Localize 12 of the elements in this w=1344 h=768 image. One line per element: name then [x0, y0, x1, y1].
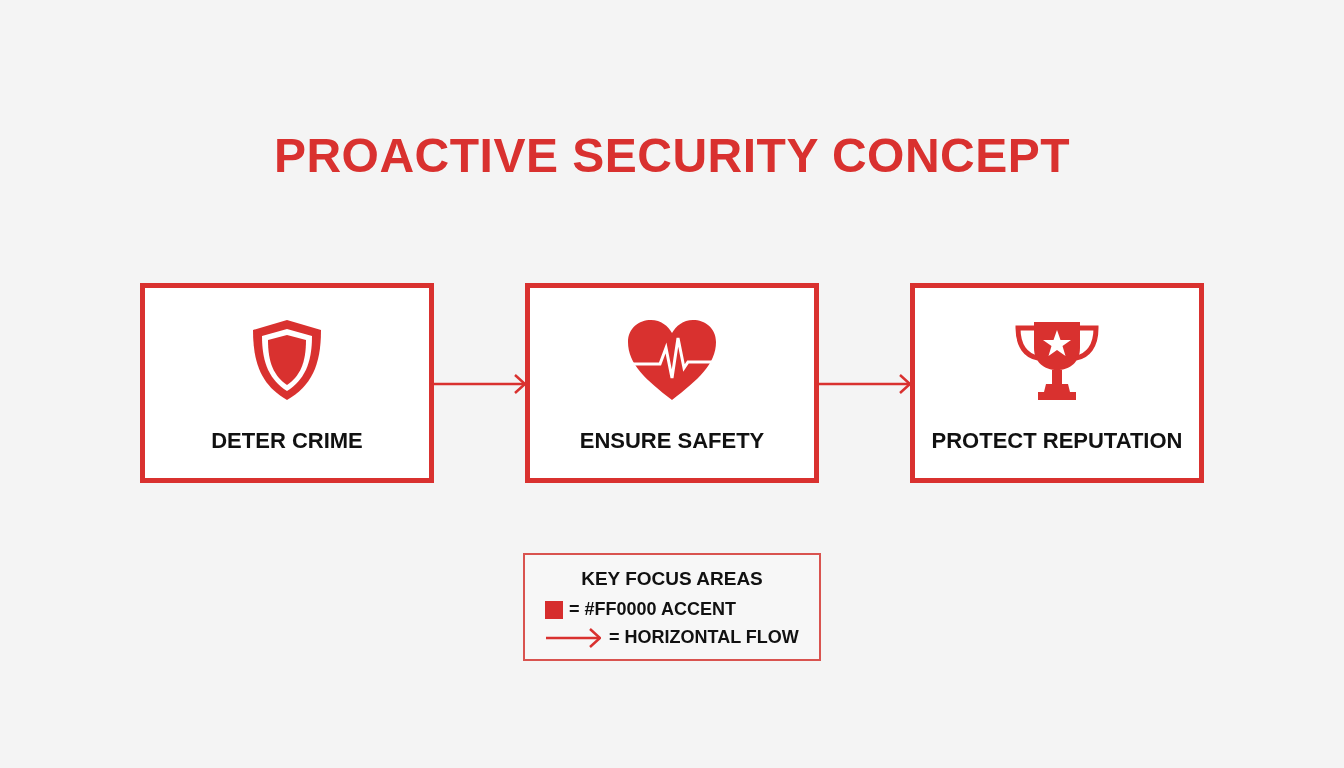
arrow — [819, 373, 912, 395]
arrow — [434, 373, 527, 395]
legend-title: KEY FOCUS AREAS — [581, 568, 763, 590]
box-label: PROTECT REPUTATION — [931, 428, 1183, 454]
title: PROACTIVE SECURITY CONCEPT — [273, 128, 1071, 183]
legend-text: = #FF0000 ACCENT — [569, 599, 736, 620]
process-box — [140, 283, 434, 483]
box-label: ENSURE SAFETY — [579, 428, 765, 454]
box-label: DETER CRIME — [211, 428, 363, 454]
process-box — [910, 283, 1204, 483]
process-box — [525, 283, 819, 483]
legend-text: = HORIZONTAL FLOW — [609, 627, 799, 648]
